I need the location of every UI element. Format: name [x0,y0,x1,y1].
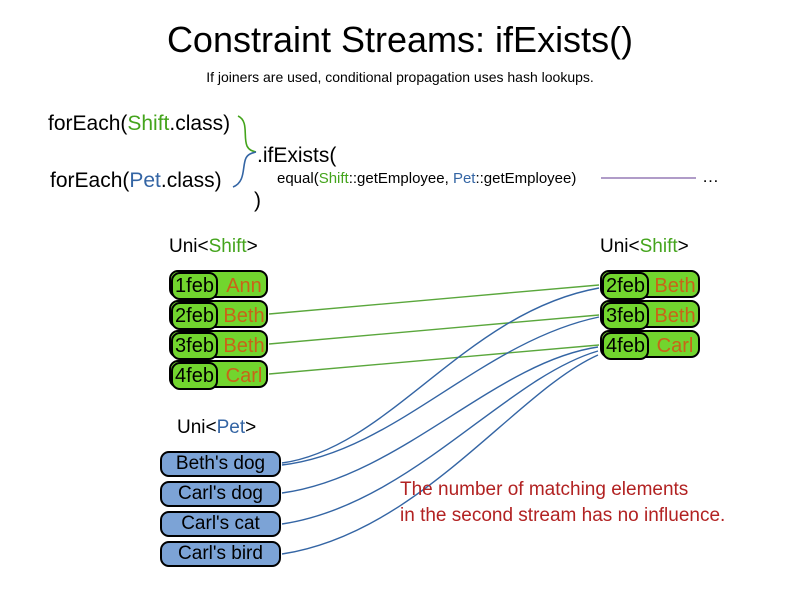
exists-line-carlsbird-4feb [281,354,599,555]
shift-employee-cell: Carl [656,334,694,357]
left-shift-row-1feb: 1feb Ann [169,270,268,300]
shift-employee-cell: Beth [223,304,265,327]
shift-date-cell: 2feb [602,272,649,300]
code-equal-joiner: equal(Shift::getEmployee, Pet::getEmploy… [277,170,576,187]
shift-type-token: Shift [639,236,678,257]
exists-line-carlsdog-4feb [281,346,599,494]
match-line-4feb [268,344,600,375]
right-shift-row-4feb: 4feb Carl [600,330,700,360]
code-text: forEach( [48,112,128,135]
left-uni-shift-label: Uni<Shift> [169,236,258,258]
label-text: > [245,417,257,438]
code-text: equal( [277,170,319,187]
shift-type-token: Shift [208,236,247,257]
label-text: Uni< [600,236,640,257]
pet-box-carls-bird: Carl's bird [160,541,281,567]
shift-class-token: Shift [318,170,349,187]
right-uni-shift-label: Uni<Shift> [600,236,689,258]
page-title: Constraint Streams: ifExists() [166,19,634,60]
brace-top-green [237,115,257,153]
pet-box-carls-dog: Carl's dog [160,481,281,507]
code-foreach-pet: forEach(Pet.class) [50,169,222,193]
match-line-3feb [268,314,600,345]
uni-pet-label: Uni<Pet> [177,417,256,439]
shift-employee-cell: Beth [654,304,696,327]
pet-class-token: Pet [129,169,161,192]
note-text: The number of matching elements in the s… [400,477,725,529]
shift-class-token: Shift [127,112,170,135]
code-ellipsis: … [702,167,719,186]
shift-employee-cell: Ann [226,274,262,297]
left-shift-row-3feb: 3feb Beth [169,330,268,360]
right-shift-row-2feb: 2feb Beth [600,270,700,300]
match-line-2feb [268,284,600,315]
exists-line-bethsdog-2feb [281,287,600,464]
label-text: > [246,236,258,257]
label-text: Uni< [169,236,209,257]
shift-employee-cell: Carl [225,364,263,387]
shift-employee-cell: Beth [654,274,696,297]
code-text: .class) [169,112,231,135]
pet-box-beths-dog: Beth's dog [160,451,281,477]
code-text: .class) [160,169,222,192]
shift-date-cell: 3feb [602,302,649,330]
shift-date-cell: 4feb [171,362,218,390]
pet-class-token: Pet [452,170,476,187]
page-subtitle: If joiners are used, conditional propaga… [206,69,594,85]
pet-type-token: Pet [216,417,246,438]
note-line-2: in the second stream has no influence. [400,505,726,526]
shift-date-cell: 2feb [171,302,218,330]
code-foreach-shift: forEach(Shift.class) [48,112,230,136]
shift-employee-cell: Beth [223,334,265,357]
left-shift-row-4feb: 4feb Carl [169,360,268,390]
code-text: ::getEmployee) [475,170,577,187]
exists-line-bethsdog-3feb [281,316,600,466]
exists-line-carlscat-4feb [281,350,599,525]
code-text: forEach( [50,169,130,192]
brace-bottom-blue [232,151,257,188]
shift-date-cell: 4feb [602,332,649,360]
code-close-paren: ) [254,189,261,212]
shift-date-cell: 3feb [171,332,218,360]
right-shift-row-3feb: 3feb Beth [600,300,700,330]
left-shift-row-2feb: 2feb Beth [169,300,268,330]
label-text: > [677,236,689,257]
code-text: ::getEmployee, [348,170,453,187]
shift-date-cell: 1feb [171,272,218,300]
pet-box-carls-cat: Carl's cat [160,511,281,537]
code-ifexists: .ifExists( [257,144,337,167]
note-line-1: The number of matching elements [400,479,689,500]
label-text: Uni< [177,417,217,438]
